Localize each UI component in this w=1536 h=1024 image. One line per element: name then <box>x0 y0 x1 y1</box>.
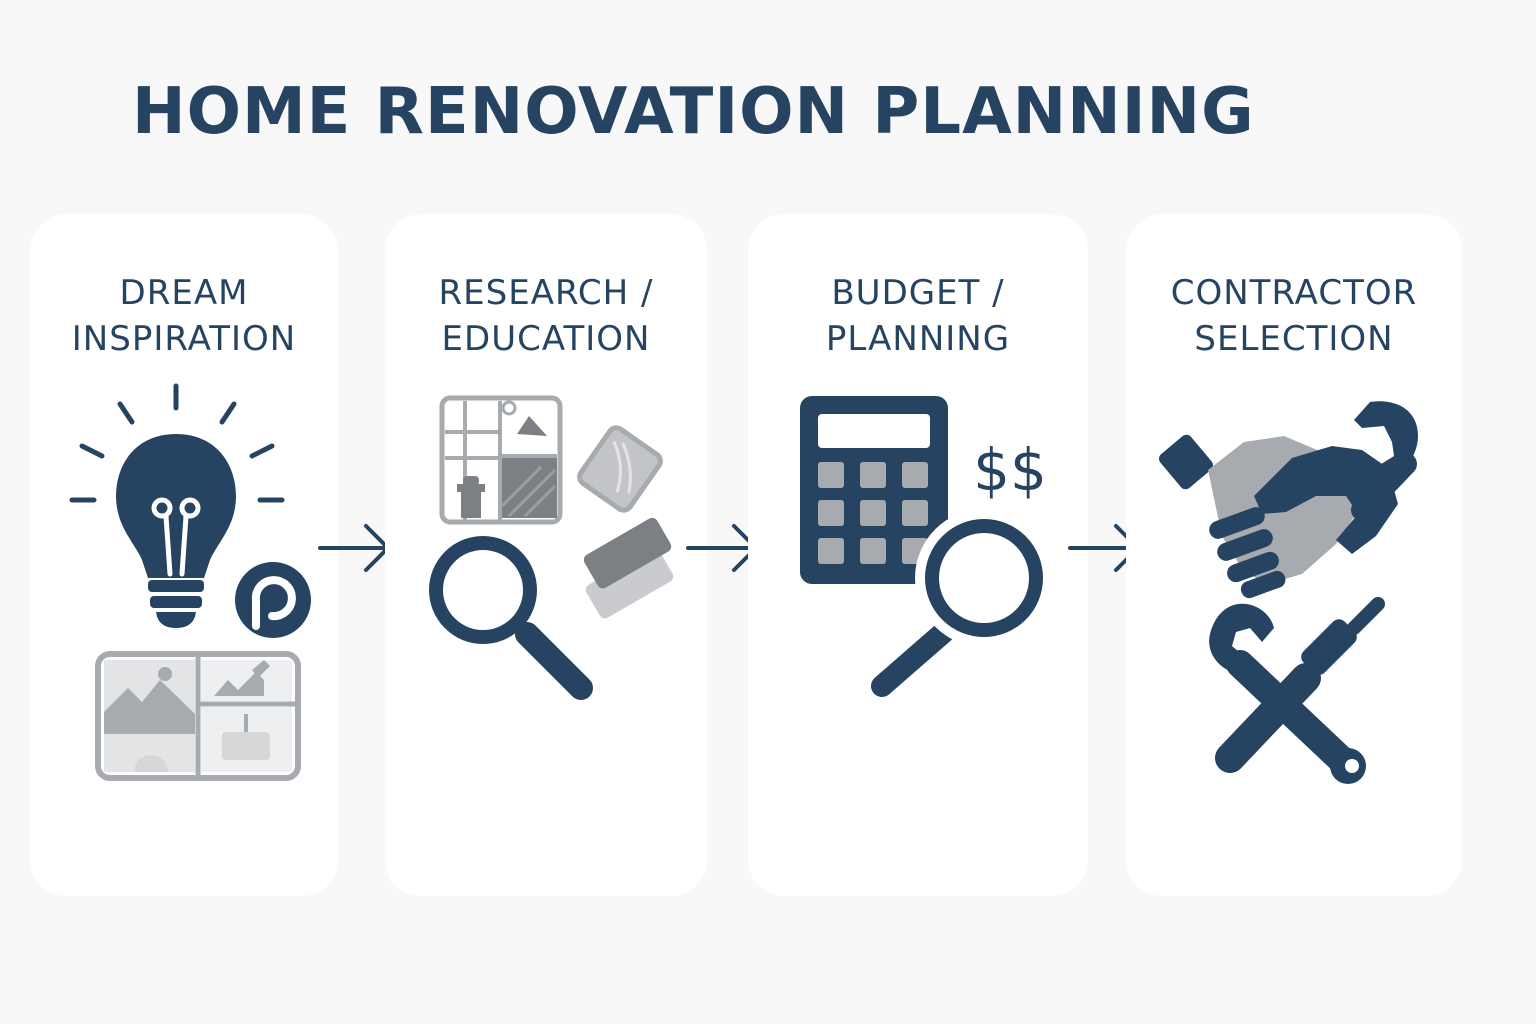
magnifier-icon <box>871 509 1053 697</box>
step-card-research-education: RESEARCH / EDUCATION <box>385 214 707 896</box>
lightbulb-icon <box>69 383 285 628</box>
floor-plan-icon <box>439 395 563 525</box>
calculator-icon <box>800 396 948 584</box>
page-title: HOME RENOVATION PLANNING <box>132 75 1255 149</box>
step-label-line2: EDUCATION <box>441 319 651 359</box>
magnifier-icon <box>429 536 593 700</box>
step-card-budget-planning: BUDGET / PLANNING $$ <box>748 214 1088 896</box>
step-label-line1: CONTRACTOR <box>1170 273 1418 313</box>
step-label-line2: SELECTION <box>1194 319 1394 359</box>
step-label-line1: RESEARCH / <box>438 273 654 313</box>
wrench-icon <box>1348 401 1418 521</box>
step-label-line2: PLANNING <box>825 319 1011 359</box>
step-label: DREAM INSPIRATION <box>30 270 338 362</box>
tools-icon <box>1209 597 1385 784</box>
mood-board-icon <box>95 651 301 781</box>
step-label: CONTRACTOR SELECTION <box>1126 270 1462 362</box>
handshake-icon <box>1158 434 1398 599</box>
arrow-right-icon <box>318 524 390 572</box>
pinterest-icon <box>235 562 311 638</box>
step-label-line1: BUDGET / <box>831 273 1005 313</box>
material-swatch-icon <box>577 425 674 619</box>
step-card-dream-inspiration: DREAM INSPIRATION <box>30 214 338 896</box>
step-label-line1: DREAM <box>119 273 249 313</box>
step-card-contractor-selection: CONTRACTOR SELECTION <box>1126 214 1462 896</box>
step-label: BUDGET / PLANNING <box>748 270 1088 362</box>
step-label-line2: INSPIRATION <box>71 319 297 359</box>
dollar-sign-icon: $$ <box>973 436 1047 504</box>
step-label: RESEARCH / EDUCATION <box>385 270 707 362</box>
